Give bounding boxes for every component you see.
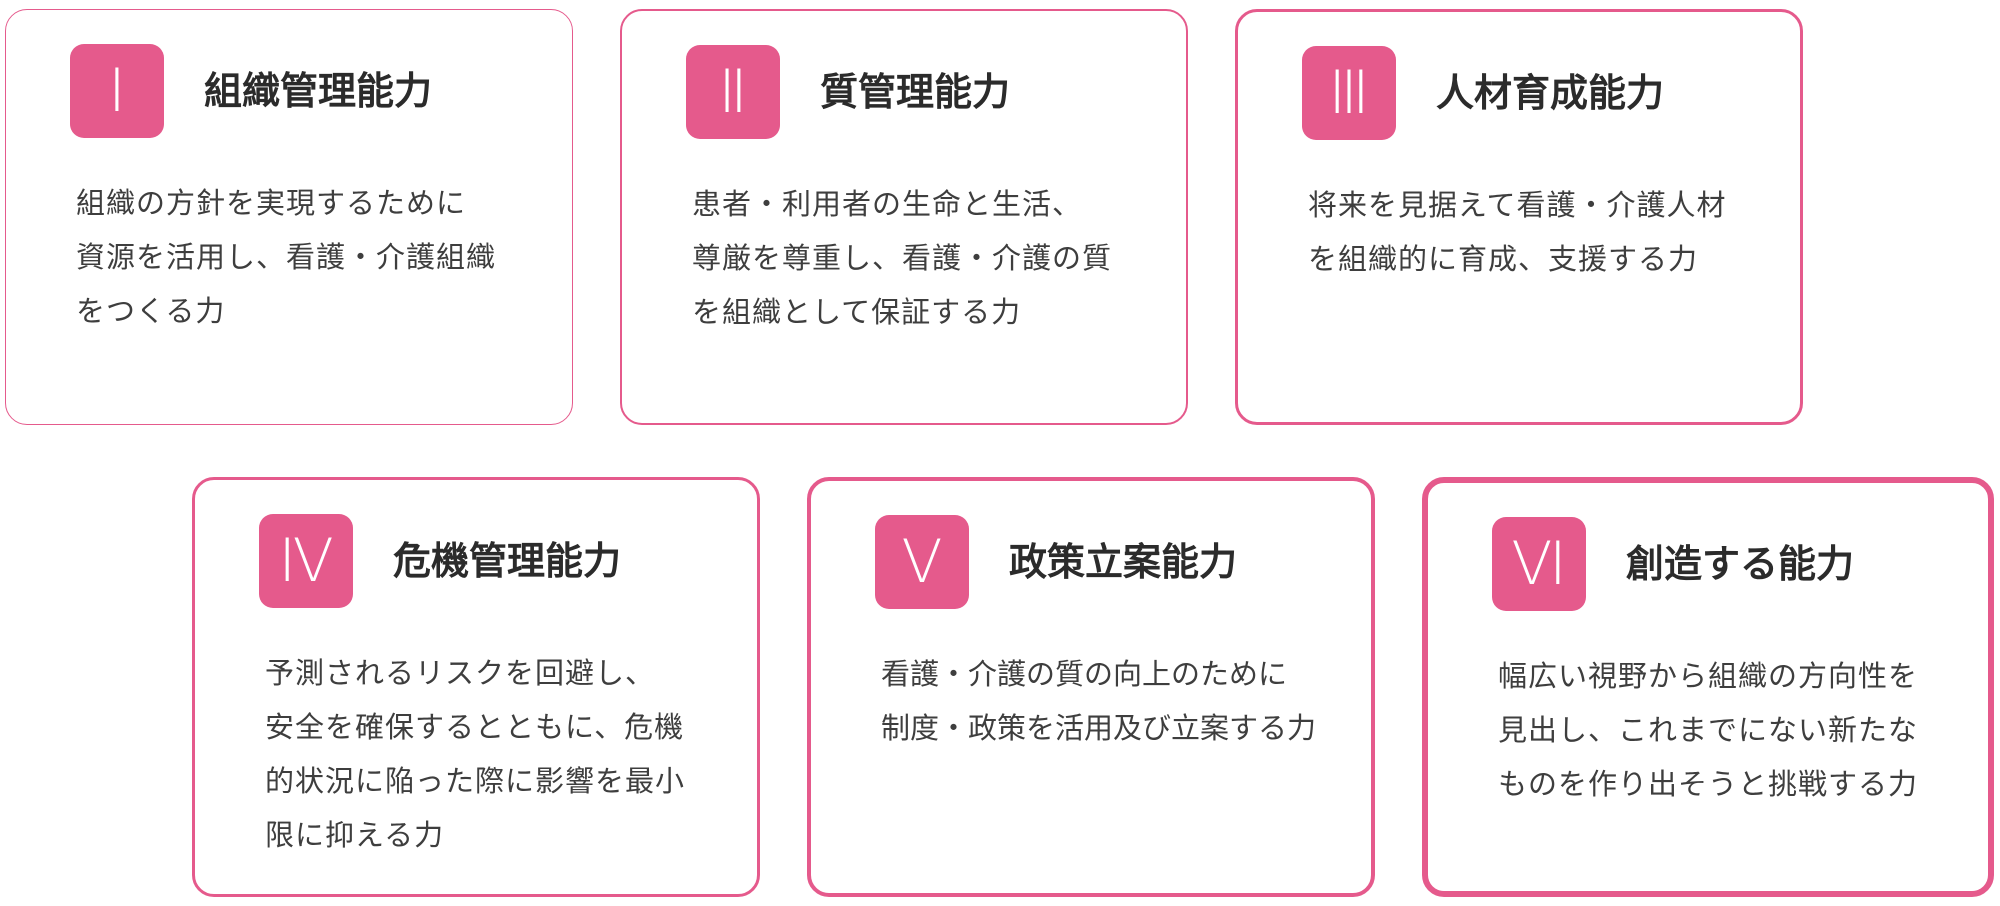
card-title: 質管理能力: [820, 70, 1011, 114]
card-title: 政策立案能力: [1009, 540, 1238, 584]
description-line: 組織の方針を実現するために: [76, 186, 467, 220]
card-description: 予測されるリスクを回避し、 安全を確保するとともに、危機 的状況に陥った際に影響…: [265, 646, 705, 862]
numeral-badge: Ⅱ: [686, 45, 780, 139]
card-quality-management: Ⅱ 質管理能力 患者・利用者の生命と生活、 尊厳を尊重し、看護・介護の質 を組織…: [620, 9, 1188, 425]
description-line: 看護・介護の質の向上のために: [881, 657, 1288, 691]
numeral-badge: Ⅵ: [1492, 517, 1586, 611]
card-title: 危機管理能力: [393, 539, 622, 583]
description-line: をつくる力: [76, 294, 226, 328]
card-crisis-management: Ⅳ 危機管理能力 予測されるリスクを回避し、 安全を確保するとともに、危機 的状…: [192, 477, 760, 897]
description-line: 資源を活用し、看護・介護組織: [76, 240, 497, 274]
description-line: 見出し、これまでにない新たな: [1498, 713, 1919, 747]
description-line: 患者・利用者の生命と生活、: [692, 187, 1083, 221]
card-description: 幅広い視野から組織の方向性を 見出し、これまでにない新たな ものを作り出そうと挑…: [1498, 649, 1938, 811]
numeral-badge: Ⅰ: [70, 44, 164, 138]
description-line: 的状況に陥った際に影響を最小: [265, 764, 686, 798]
card-organization-management: Ⅰ 組織管理能力 組織の方針を実現するために 資源を活用し、看護・介護組織 をつ…: [5, 9, 573, 425]
description-line: 幅広い視野から組織の方向性を: [1498, 659, 1919, 693]
description-line: を組織として保証する力: [692, 295, 1022, 329]
description-line: 尊厳を尊重し、看護・介護の質: [692, 241, 1113, 275]
description-line: 将来を見据えて看護・介護人材: [1308, 188, 1727, 222]
card-title: 創造する能力: [1626, 542, 1855, 586]
description-line: 安全を確保するとともに、危機: [265, 710, 685, 744]
card-human-resource-development: Ⅲ 人材育成能力 将来を見据えて看護・介護人材 を組織的に育成、支援する力: [1235, 9, 1803, 425]
card-description: 患者・利用者の生命と生活、 尊厳を尊重し、看護・介護の質 を組織として保証する力: [692, 177, 1132, 339]
card-description: 組織の方針を実現するために 資源を活用し、看護・介護組織 をつくる力: [76, 176, 516, 338]
numeral-badge: Ⅳ: [259, 514, 353, 608]
card-description: 将来を見据えて看護・介護人材 を組織的に育成、支援する力: [1308, 178, 1748, 286]
numeral-badge: Ⅴ: [875, 515, 969, 609]
card-description: 看護・介護の質の向上のために 制度・政策を活用及び立案する力: [881, 647, 1341, 755]
card-creative-ability: Ⅵ 創造する能力 幅広い視野から組織の方向性を 見出し、これまでにない新たな も…: [1422, 477, 1994, 897]
description-line: 予測されるリスクを回避し、: [265, 656, 656, 690]
card-title: 組織管理能力: [204, 69, 433, 113]
card-title: 人材育成能力: [1436, 71, 1665, 115]
description-line: 制度・政策を活用及び立案する力: [881, 711, 1317, 745]
description-line: 限に抑える力: [265, 818, 445, 852]
card-policy-planning: Ⅴ 政策立案能力 看護・介護の質の向上のために 制度・政策を活用及び立案する力: [807, 477, 1375, 897]
numeral-badge: Ⅲ: [1302, 46, 1396, 140]
description-line: を組織的に育成、支援する力: [1308, 242, 1699, 276]
description-line: ものを作り出そうと挑戦する力: [1498, 767, 1919, 801]
